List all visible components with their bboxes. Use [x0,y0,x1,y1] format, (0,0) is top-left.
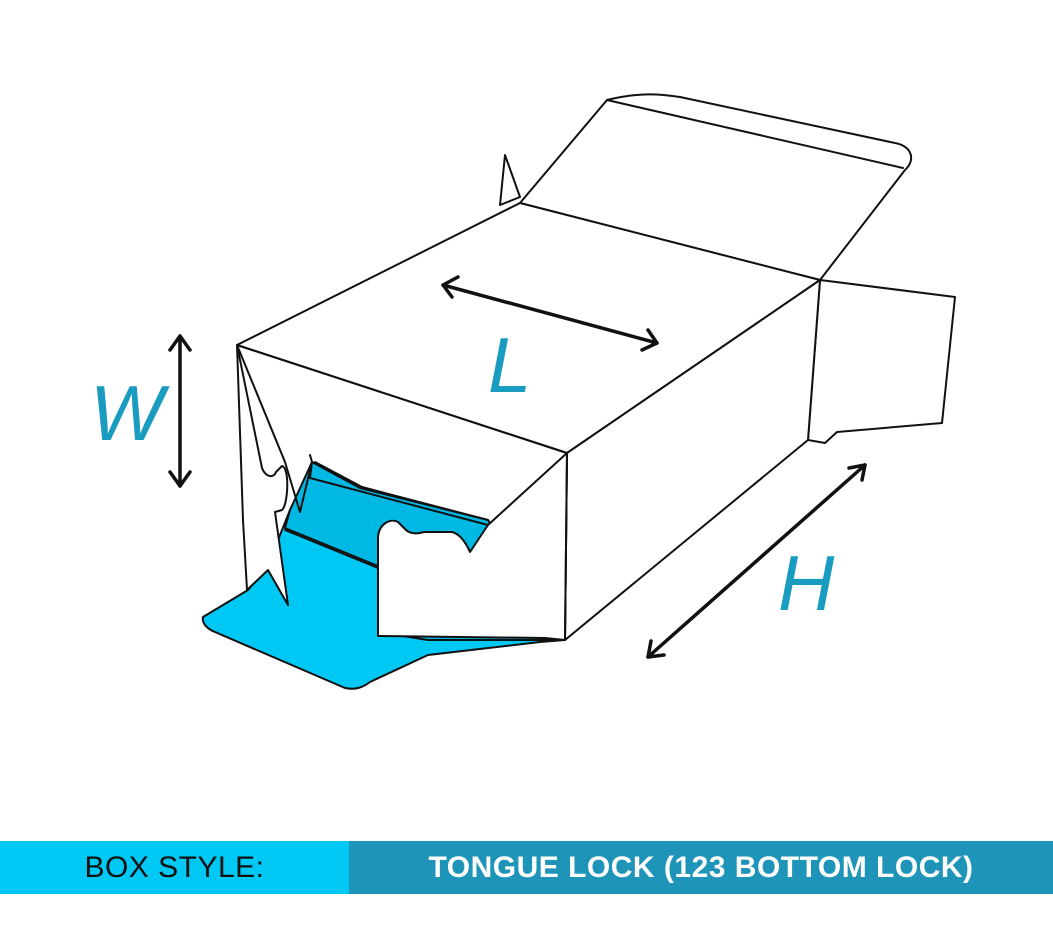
top-lid-fold-line [606,99,904,169]
front-end-panel-right [377,452,568,641]
top-lid-flap [519,93,913,281]
box-style-value: TONGUE LOCK (123 BOTTOM LOCK) [349,841,1053,894]
lid-dust-tab [499,154,521,206]
front-end-panel-left [236,344,289,606]
height-arrow [646,463,867,659]
box-style-bar: BOX STYLE: TONGUE LOCK (123 BOTTOM LOCK) [0,841,1053,894]
length-label: L [488,321,531,409]
width-label: W [90,369,170,457]
top-front-edge [236,344,568,454]
bottom-fold-line [284,529,379,569]
width-arrow [168,334,192,488]
height-label: H [778,539,835,627]
box-style-label: BOX STYLE: [0,841,349,894]
length-arrow [441,275,659,352]
left-side-flap [236,344,313,513]
front-vertical-edge [564,452,568,641]
right-dust-flap [807,279,956,444]
